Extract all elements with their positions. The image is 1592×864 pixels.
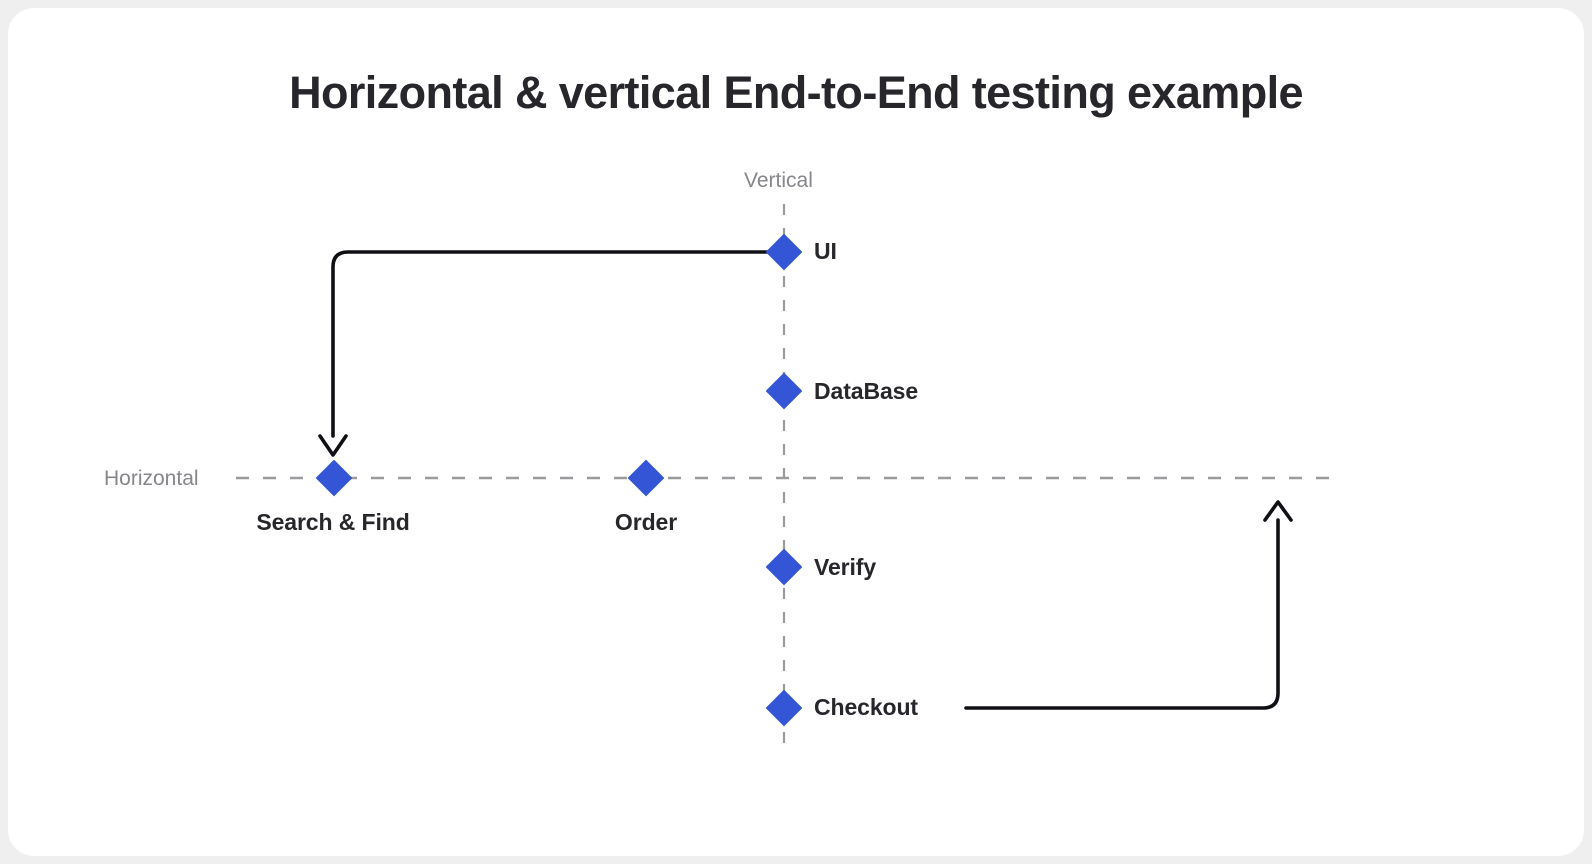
arrowhead-up-icon	[1263, 500, 1293, 522]
diagram-canvas	[236, 204, 1338, 756]
node-label-verify: Verify	[814, 554, 877, 580]
diamond-marker-checkout[interactable]	[765, 689, 803, 727]
diamond-marker-search[interactable]	[315, 459, 353, 497]
diagram-card: Horizontal & vertical End-to-End testing…	[8, 8, 1584, 856]
node-label-checkout: Checkout	[814, 694, 918, 720]
arrowhead-down-icon	[318, 434, 348, 457]
node-label-search-and-find: Search & Find	[256, 509, 410, 535]
connector-ui-to-search	[331, 250, 776, 438]
diamond-marker-verify[interactable]	[765, 548, 803, 586]
page-title: Horizontal & vertical End-to-End testing…	[289, 67, 1303, 118]
axis-caption-horizontal: Horizontal	[104, 467, 199, 490]
diamond-marker-database[interactable]	[765, 372, 803, 410]
node-label-order: Order	[614, 509, 678, 535]
node-label-database: DataBase	[814, 378, 919, 404]
diamond-marker-order[interactable]	[627, 459, 665, 497]
node-label-ui: UI	[814, 238, 837, 264]
diamond-marker-ui[interactable]	[765, 233, 803, 271]
connector-checkout-to-axis	[964, 518, 1280, 710]
axis-caption-vertical: Vertical	[744, 169, 813, 192]
